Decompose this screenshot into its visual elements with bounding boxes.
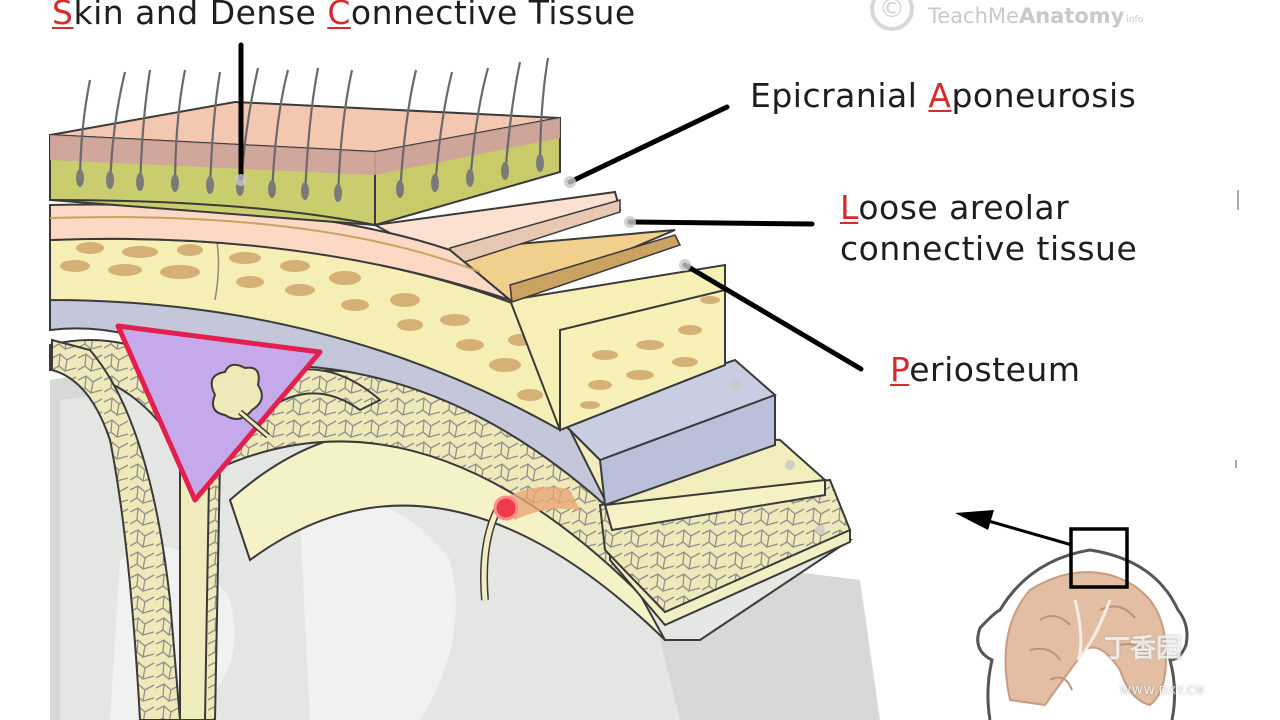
brand-name-light: TeachMe [928,4,1019,28]
bone-step-lacunae [580,296,720,409]
label-initial: P [890,350,910,389]
label-text: onnective Tissue [350,0,636,32]
label-line-2: connective tissue [840,229,1138,268]
brain-icon [1004,571,1167,707]
copyright-icon: © [870,0,914,31]
focus-square [1069,527,1129,589]
hair-follicles [78,57,550,201]
leader-lines [238,42,864,372]
arachnoid-granulation [210,363,270,439]
label-line-1: Loose areolar [840,187,1137,228]
label-initial: L [840,188,859,227]
frame-marks [1235,190,1239,468]
label-initial: C [327,0,351,32]
label-skin-dense-connective-tissue: Skin and Dense Connective Tissue [52,0,636,33]
label-text: oose areolar [858,188,1070,227]
skin-block [49,100,561,227]
layer-steps [371,190,854,641]
emissary-vein [480,486,580,601]
label-epicranial-aponeurosis: Epicranial Aponeurosis [750,75,1136,116]
brand-name-bold: Anatomy [1018,4,1125,28]
leader-dots [235,174,825,535]
brand-suffix: info [1126,15,1144,25]
watermark-text: 丁香园 [1104,634,1183,664]
label-text: poneurosis [951,76,1137,115]
watermark-url: WWW.DXY.CN [1120,684,1205,697]
label-initial: A [928,76,952,115]
label-periosteum: Periosteum [890,349,1080,390]
label-text: kin and Dense [73,0,328,32]
label-text: eriosteum [909,350,1081,389]
arrow-icon [955,510,1073,547]
label-loose-areolar-connective-tissue: Loose areolar connective tissue [840,187,1137,269]
label-text: Epicranial [750,76,929,115]
label-initial: S [52,0,74,32]
